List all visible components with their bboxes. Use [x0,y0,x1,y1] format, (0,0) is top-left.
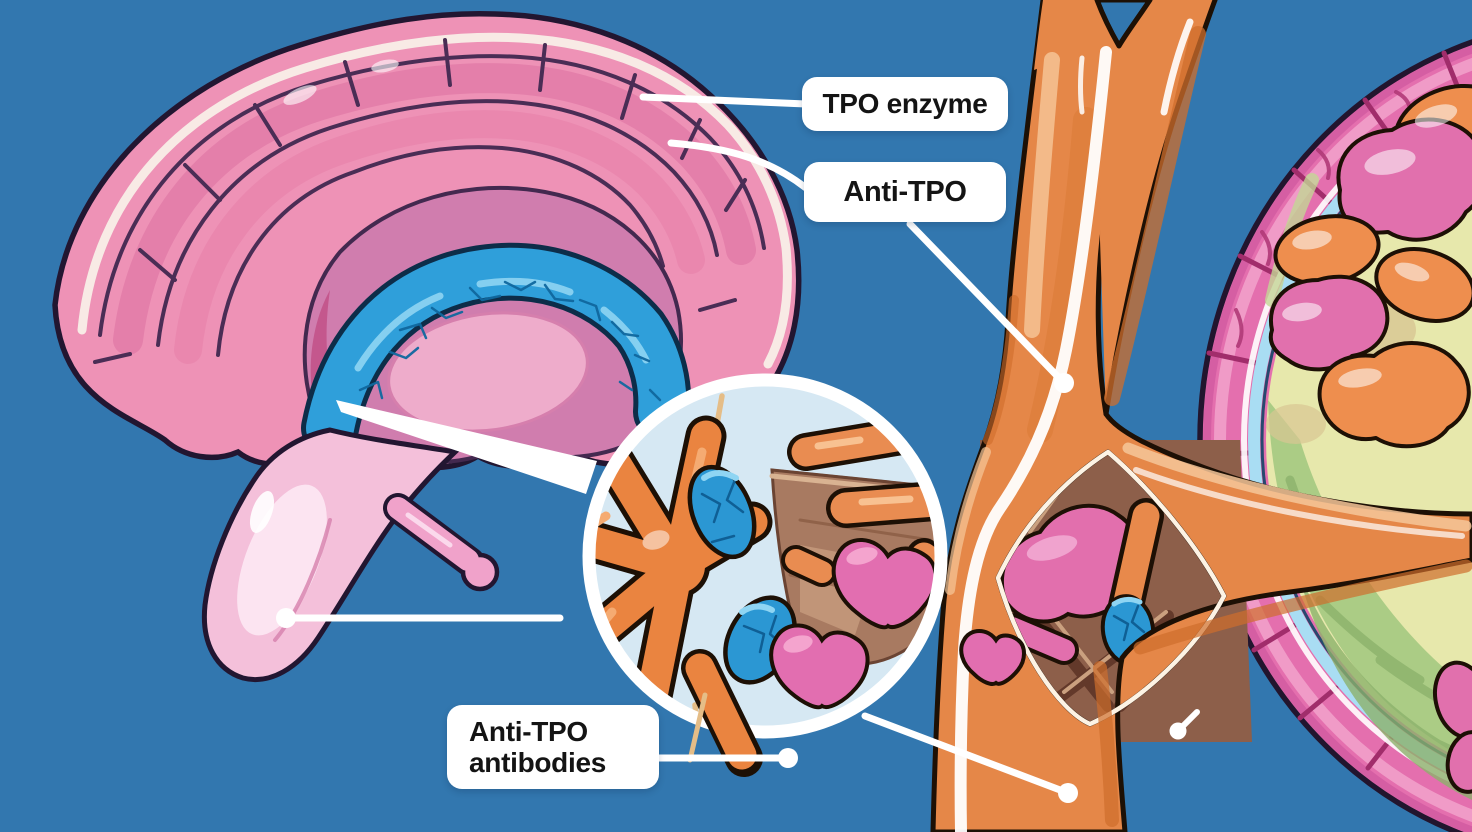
brainstem [201,427,461,682]
antibody-on-vessel [959,629,1026,686]
leader-line-anti-tpo [667,139,810,192]
lens-beam [336,400,597,494]
vessel-shading [945,26,1472,827]
leader-dot-vessel [1054,373,1074,393]
leader-line-lens-to-vessel [861,712,1072,797]
leader-line-tpo-enzyme [639,93,810,108]
pituitary-stalk [383,493,500,592]
label-anti-tpo: Anti-TPO [804,162,1006,222]
window-rim [995,449,1227,727]
label-anti-tpo-antibodies-line1: Anti-TPO [469,716,588,747]
colloid-green-shading [1268,400,1472,762]
leader-dot-antibodies [778,748,798,768]
leader-dot-pituitary [276,608,296,628]
magnifier-circle [582,373,948,777]
label-tpo-enzyme: TPO enzyme [802,77,1008,131]
blob-highlights [1282,104,1458,388]
leader-dot-lens-vessel [1058,783,1078,803]
leader-dot-stub [1169,722,1187,740]
enzyme-arm-overflow [681,649,763,777]
leader-line-anti-tpo-to-vessel [906,220,1068,387]
label-anti-tpo-antibodies: Anti-TPO antibodies [447,705,659,789]
label-tpo-enzyme-text: TPO enzyme [822,88,988,119]
follicle-blobs [1268,83,1472,794]
thalamus [387,311,589,433]
vessel-window-interior [980,440,1252,742]
label-anti-tpo-antibodies-line2: antibodies [469,747,607,778]
meninges-band [77,32,792,369]
leader-lines [639,93,1200,803]
corpus-callosum [301,242,692,457]
lens-ring [582,373,948,739]
label-anti-tpo-text: Anti-TPO [843,175,967,208]
corpus-callosum-crackle [348,280,662,414]
brain-illustration [52,10,802,682]
thyroid-vessel [930,0,1472,832]
vessel-highlights [954,18,1465,832]
